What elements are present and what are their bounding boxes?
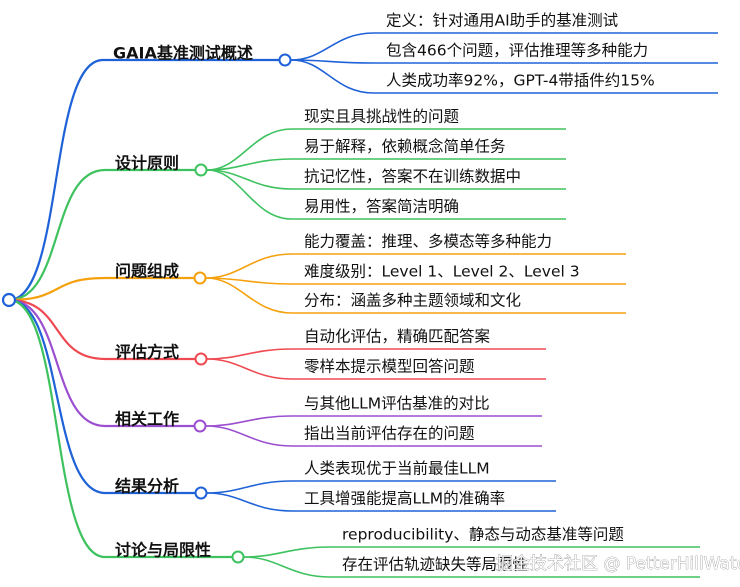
- nodes-layer: GAIA基准测试概述 定义：针对通用AI助手的基准测试包含466个问题，评估推理等…: [1, 12, 655, 574]
- root-node-dot[interactable]: [1, 292, 17, 308]
- leaf-connector: [205, 277, 626, 285]
- leaf-label: 与其他LLM评估基准的对比: [304, 395, 490, 413]
- branch-connector: [8, 276, 194, 302]
- branch-label: 评估方式: [115, 343, 179, 362]
- leaf-label: 易于解释，依赖概念简单任务: [304, 137, 506, 156]
- leaf-connector: [206, 169, 566, 220]
- leaf-connector: [205, 425, 542, 447]
- leaf-connector: [290, 59, 718, 64]
- leaf-connector: [205, 277, 626, 314]
- leaf-connector: [206, 492, 556, 512]
- branch-label: GAIA基准测试概述: [113, 44, 253, 63]
- leaf-label: 抗记忆性，答案不在训练数据中: [304, 168, 521, 186]
- branch-node-dot[interactable]: [231, 550, 245, 564]
- leaf-connector: [290, 32, 718, 61]
- leaf-connector: [206, 128, 566, 171]
- leaf-connector: [205, 253, 626, 279]
- leaf-label: 现实且具挑战性的问题: [304, 108, 459, 126]
- leaf-connector: [206, 358, 546, 380]
- branch-label: 结果分析: [114, 477, 179, 496]
- branch-node-dot[interactable]: [194, 163, 208, 177]
- leaf-label: 能力覆盖：推理、多模态等多种能力: [304, 233, 552, 251]
- leaf-connector: [206, 158, 566, 171]
- leaf-connector: [206, 480, 556, 494]
- leaf-label: 分布：涵盖多种主题领域和文化: [304, 292, 521, 310]
- leaf-label: 定义：针对通用AI助手的基准测试: [386, 12, 618, 30]
- leaf-label: 人类表现优于当前最佳LLM: [304, 460, 490, 478]
- branch-node-dot[interactable]: [193, 271, 207, 285]
- branch-node-dot[interactable]: [193, 419, 207, 433]
- leaf-connector: [243, 546, 700, 558]
- leaf-label: 工具增强能提高LLM的准确率: [304, 490, 505, 508]
- branch-label: 相关工作: [115, 410, 179, 429]
- leaf-label: reproducibility、静态与动态基准等问题: [342, 526, 624, 544]
- branch-node-dot[interactable]: [194, 352, 208, 366]
- leaf-connector: [290, 59, 718, 94]
- watermark-text: 掘金技术社区 @ PetterHillWater: [496, 554, 740, 574]
- branch-node-dot[interactable]: [278, 53, 292, 67]
- leaf-connector: [243, 556, 700, 578]
- branch-connector: [8, 298, 195, 495]
- branch-connector: [8, 298, 194, 428]
- leaf-label: 存在评估轨迹缺失等局限性: [342, 556, 528, 574]
- leaf-connector: [206, 348, 546, 360]
- branch-connector: [8, 168, 195, 302]
- branch-connector: [8, 58, 279, 302]
- edges-layer: [8, 32, 718, 578]
- leaf-connector: [205, 415, 542, 427]
- leaf-label: 指出当前评估存在的问题: [304, 425, 475, 443]
- leaf-label: 难度级别：Level 1、Level 2、Level 3: [304, 263, 580, 281]
- branch-label: 讨论与局限性: [115, 541, 211, 560]
- leaf-label: 人类成功率92%，GPT-4带插件约15%: [386, 72, 655, 90]
- branch-connector: [8, 298, 232, 559]
- branch-label: 设计原则: [115, 154, 179, 173]
- branch-node-dot[interactable]: [194, 486, 208, 500]
- branch-label: 问题组成: [115, 262, 179, 281]
- leaf-label: 零样本提示模型回答问题: [304, 358, 475, 376]
- leaf-label: 易用性，答案简洁明确: [304, 198, 459, 216]
- leaf-connector: [206, 169, 566, 190]
- leaf-label: 包含466个问题，评估推理等多种能力: [386, 42, 648, 60]
- branch-connector: [8, 298, 195, 361]
- leaf-label: 自动化评估，精确匹配答案: [304, 328, 491, 346]
